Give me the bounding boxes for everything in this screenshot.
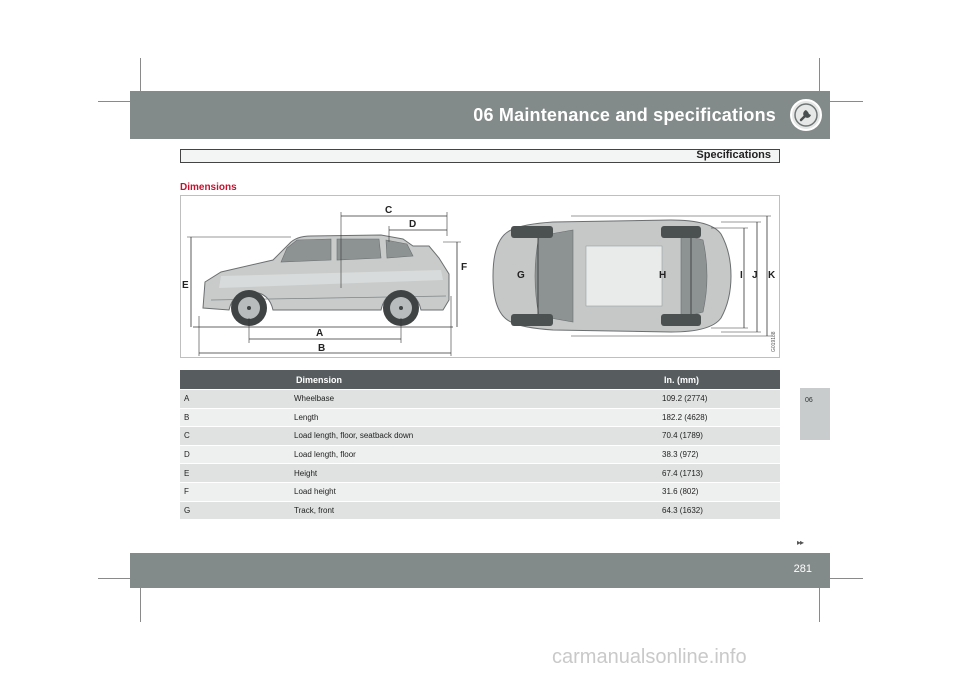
label-h: H — [659, 270, 666, 281]
row-dimension: Load length, floor — [290, 444, 658, 464]
row-value: 31.6 (802) — [658, 481, 780, 501]
label-b: B — [318, 343, 325, 354]
crop-mark — [819, 578, 863, 579]
label-k: K — [768, 270, 776, 281]
column-header-value: In. (mm) — [658, 370, 780, 389]
row-value: 70.4 (1789) — [658, 426, 780, 445]
column-header-key — [180, 370, 290, 389]
row-value: 64.3 (1632) — [658, 500, 780, 520]
row-dimension: Length — [290, 407, 658, 427]
row-key: C — [180, 426, 290, 445]
table-header-row: Dimension In. (mm) — [180, 370, 780, 389]
label-j: J — [752, 270, 758, 281]
row-value: 182.2 (4628) — [658, 407, 780, 427]
row-value: 67.4 (1713) — [658, 463, 780, 482]
label-f: F — [461, 262, 467, 273]
watermark: carmanualsonline.info — [552, 646, 747, 668]
row-key: F — [180, 481, 290, 501]
table-row: G Track, front 64.3 (1632) — [180, 500, 780, 520]
page-footer: 281 — [130, 553, 830, 588]
crop-mark — [819, 101, 863, 102]
row-dimension: Wheelbase — [290, 389, 658, 408]
row-dimension: Load length, floor, seatback down — [290, 426, 658, 445]
row-key: D — [180, 444, 290, 464]
dimensions-table: Dimension In. (mm) A Wheelbase 109.2 (27… — [180, 370, 780, 520]
row-value: 109.2 (2774) — [658, 389, 780, 408]
chapter-title: 06 Maintenance and specifications — [473, 105, 776, 125]
row-key: G — [180, 500, 290, 520]
row-dimension: Height — [290, 463, 658, 482]
label-i: I — [740, 270, 743, 281]
dimensions-heading: Dimensions — [180, 182, 237, 193]
table-row: D Load length, floor 38.3 (972) — [180, 444, 780, 464]
crop-mark — [140, 58, 141, 102]
crop-mark — [140, 578, 141, 622]
row-dimension: Load height — [290, 481, 658, 501]
row-value: 38.3 (972) — [658, 444, 780, 464]
row-key: E — [180, 463, 290, 482]
row-dimension: Track, front — [290, 500, 658, 520]
table-row: F Load height 31.6 (802) — [180, 481, 780, 501]
label-d: D — [409, 219, 416, 230]
label-g: G — [517, 270, 525, 281]
chapter-header: 06 Maintenance and specifications — [130, 91, 830, 139]
table-row: B Length 182.2 (4628) — [180, 407, 780, 427]
column-header-dimension: Dimension — [290, 370, 658, 389]
row-key: A — [180, 389, 290, 408]
wrench-icon — [790, 99, 822, 131]
dimensions-diagram: A B C D E F G — [180, 195, 780, 358]
section-bar: Specifications — [180, 149, 780, 163]
image-code: G019188 — [771, 331, 777, 352]
chapter-side-tab: 06 — [800, 388, 830, 440]
double-chevron-right-icon: ▸▸ — [797, 538, 804, 547]
table-row: C Load length, floor, seatback down 70.4… — [180, 426, 780, 445]
crop-mark — [98, 101, 142, 102]
label-c: C — [385, 205, 392, 216]
label-e: E — [182, 280, 189, 291]
side-tab-label: 06 — [805, 397, 813, 404]
vehicle-dimension-illustration: A B C D E F G — [182, 205, 777, 356]
section-title: Specifications — [696, 149, 771, 161]
row-key: B — [180, 407, 290, 427]
crop-mark — [819, 578, 820, 622]
table-row: A Wheelbase 109.2 (2774) — [180, 389, 780, 408]
crop-mark — [98, 578, 142, 579]
label-a: A — [316, 328, 323, 339]
page-number: 281 — [793, 563, 812, 575]
crop-mark — [819, 58, 820, 102]
table-row: E Height 67.4 (1713) — [180, 463, 780, 482]
